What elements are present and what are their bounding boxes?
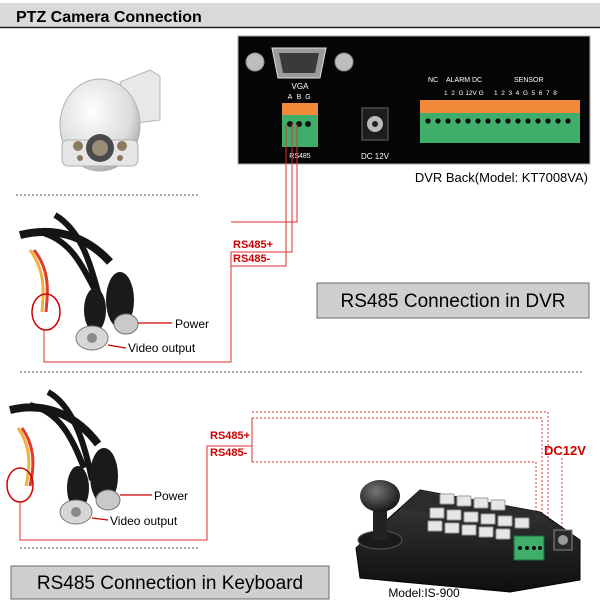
dc-small-label: DC [472,77,482,84]
keyboard-model-label: Model:IS-900 [388,586,460,600]
rs485-wiring-top [43,124,298,363]
rs485-plus-label-top: RS485+ [233,239,273,251]
sensor-label: SENSOR [514,77,544,84]
vga-port [245,47,354,79]
power-label-bottom: Power [154,489,188,503]
sensor-terminal-block [420,100,580,143]
video-output-label-bottom: Video output [110,514,178,528]
keyboard-banner-text: RS485 Connection in Keyboard [37,573,303,594]
alarm-pin-labels: 1 2 G 12V G [444,90,484,97]
header-bar: PTZ Camera Connection [0,3,600,29]
pin-label-g: G [305,94,310,101]
dc-jack [361,107,389,141]
dvr-connection-banner: RS485 Connection in DVR [316,282,590,319]
keyboard-controller-image [355,480,581,593]
dvr-back-panel: VGA A B G RS485 DC 12V NC ALARM DC SENSO… [237,35,591,165]
dvr-caption: DVR Back(Model: KT7008VA) [415,170,588,185]
rs485-minus-label-top: RS485- [233,253,271,265]
ptz-camera-image [59,69,161,172]
power-label-top: Power [175,317,209,331]
cable-assembly-top [19,212,172,351]
page-title: PTZ Camera Connection [16,9,202,26]
rs485-port-label: RS485 [289,153,311,160]
pin-label-b: B [297,94,302,101]
rs485-plus-label-bottom: RS485+ [210,430,250,442]
dvr-banner-text: RS485 Connection in DVR [341,291,566,312]
pin-label-a: A [288,94,293,101]
video-output-label-top: Video output [128,341,196,355]
sensor-pin-labels: 1 2 3 4 G 5 6 7 8 [494,90,557,97]
vga-label: VGA [292,82,310,91]
rs485-terminal-block [282,103,318,147]
dc-port-label: DC 12V [361,152,390,161]
cable-assembly-bottom [6,389,152,525]
rs485-minus-label-bottom: RS485- [210,447,248,459]
alarm-label: ALARM [446,77,470,84]
nc-label: NC [428,77,438,84]
keyboard-connection-banner: RS485 Connection in Keyboard [10,565,330,600]
keyboard-dc-label: DC12V [544,443,586,458]
